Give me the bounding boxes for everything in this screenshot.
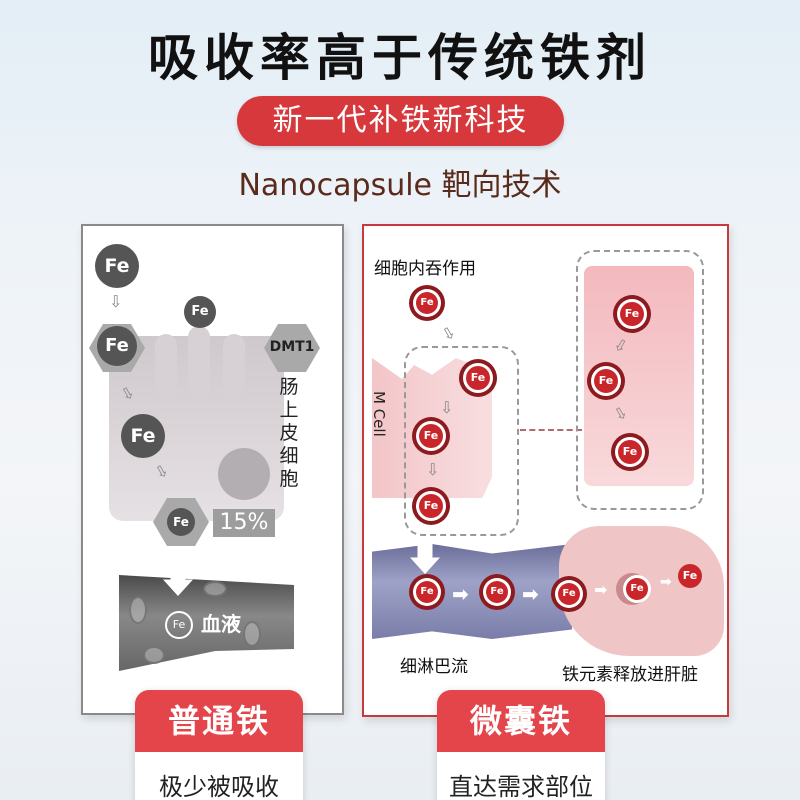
cell-nucleus [218, 448, 270, 500]
microcapsule-iron-badge: 微囊铁 直达需求部位 [437, 690, 605, 800]
lymph-flow [372, 544, 572, 639]
nanocapsule-fe-icon: Fe [419, 494, 443, 518]
arrow-down-icon: ⇩ [440, 398, 454, 417]
badge-description: 直达需求部位 [449, 773, 593, 800]
badge-title: 普通铁 [135, 690, 303, 752]
endocytosis-label: 细胞内吞作用 [374, 259, 476, 279]
blood-label: 血液 [201, 612, 241, 636]
microvillus [155, 334, 177, 394]
m-cell-dashed-box [404, 346, 519, 536]
microcapsule-iron-panel: 细胞内吞作用 Fe ⇩ M Cell Fe ⇩ Fe ⇩ Fe Fe ⇩ Fe … [362, 224, 729, 717]
microvillus [223, 334, 245, 394]
cell-label: 肠 上 皮 细 胞 [279, 376, 299, 490]
nanocapsule-fe-icon: Fe [419, 424, 443, 448]
m-cell-label: M Cell [370, 391, 388, 437]
fe-ion-icon: Fe [95, 244, 139, 288]
blood-cell [243, 621, 261, 647]
blood-cell [143, 646, 165, 664]
tech-pill-badge: 新一代补铁新科技 [237, 96, 564, 146]
fe-ion-icon: Fe [121, 414, 165, 458]
blood-cell [129, 596, 147, 624]
fe-ion-icon: Fe [165, 611, 193, 639]
arrow-down-icon: ⇩ [438, 321, 460, 346]
arrow-down-icon: ⇩ [426, 460, 440, 479]
nanocapsule-fe-icon: Fe [558, 583, 580, 605]
nanocapsule-fe-icon: Fe [416, 292, 438, 314]
dashed-connector [520, 429, 582, 431]
fe-release-icon: Fe [626, 578, 648, 600]
arrow-right-icon: ➡ [522, 582, 539, 606]
arrow-right-icon: ➡ [452, 582, 469, 606]
lymph-label: 细淋巴流 [400, 657, 468, 677]
arrow-right-icon: ➡ [594, 580, 608, 599]
page-title: 吸收率高于传统铁剂 [148, 29, 652, 87]
subtitle: Nanocapsule 靶向技术 [238, 168, 562, 203]
fe-ion-icon: Fe [167, 508, 195, 536]
arrow-down-icon: ⇩ [109, 292, 123, 311]
nanocapsule-fe-icon: Fe [466, 366, 490, 390]
fe-ion-icon: Fe [184, 296, 216, 328]
regular-iron-badge: 普通铁 极少被吸收 [135, 690, 303, 800]
liver-label: 铁元素释放进肝脏 [562, 665, 698, 685]
regular-iron-panel: Fe ⇩ Fe Fe DMT1 肠 上 皮 细 胞 ⇩ Fe ⇩ Fe 15% … [81, 224, 344, 715]
endocytosis-dashed-box [576, 250, 704, 510]
microvillus [188, 326, 210, 394]
fe-released-icon: Fe [678, 564, 702, 588]
nanocapsule-fe-icon: Fe [618, 440, 642, 464]
absorption-rate: 15% [213, 509, 275, 537]
nanocapsule-fe-icon: Fe [594, 369, 618, 393]
blood-cell [203, 581, 227, 597]
nanocapsule-fe-icon: Fe [416, 581, 438, 603]
nanocapsule-fe-icon: Fe [486, 581, 508, 603]
badge-title: 微囊铁 [437, 690, 605, 752]
dmt1-transporter [264, 324, 320, 372]
arrow-right-icon: ➡ [660, 574, 672, 590]
fe-ion-icon: Fe [97, 326, 137, 366]
nanocapsule-fe-icon: Fe [620, 302, 644, 326]
badge-description: 极少被吸收 [159, 773, 279, 800]
dmt1-label: DMT1 [269, 339, 315, 355]
